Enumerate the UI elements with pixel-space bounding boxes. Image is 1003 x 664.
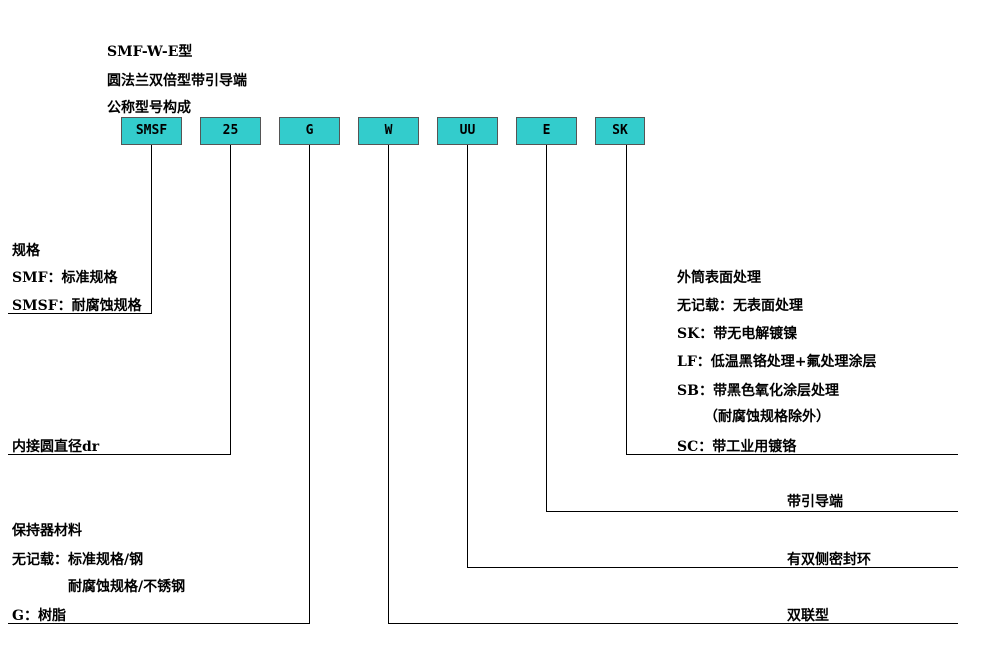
code-box-smsf: SMSF bbox=[121, 117, 182, 145]
connector-g-vertical bbox=[309, 145, 310, 623]
connector-25-horizontal bbox=[8, 454, 231, 455]
product-title: 圆法兰双倍型带引导端 bbox=[107, 73, 247, 89]
retainer-corrosion: 耐腐蚀规格/不锈钢 bbox=[68, 579, 186, 595]
surface-lf: LF：低温黑铬处理+氟处理涂层 bbox=[677, 354, 877, 370]
spec-heading: 规格 bbox=[12, 243, 40, 259]
connector-smsf-vertical bbox=[151, 145, 152, 313]
code-box-uu: UU bbox=[437, 117, 498, 145]
code-box-g: G bbox=[279, 117, 340, 145]
surface-sb-note: （耐腐蚀规格除外） bbox=[704, 409, 830, 425]
connector-sk-vertical bbox=[626, 145, 627, 454]
inscribed-diameter-label: 内接圆直径dr bbox=[12, 439, 100, 455]
surface-sk: SK：带无电解镀镍 bbox=[677, 326, 798, 342]
spec-corrosion-resistant: SMSF：耐腐蚀规格 bbox=[12, 298, 142, 314]
connector-25-vertical bbox=[230, 145, 231, 454]
double-type-label: 双联型 bbox=[787, 608, 829, 624]
connector-e-horizontal bbox=[546, 511, 958, 512]
retainer-standard: 无记载：标准规格/钢 bbox=[12, 552, 144, 568]
connector-w-horizontal bbox=[388, 623, 958, 624]
retainer-heading: 保持器材料 bbox=[12, 523, 82, 539]
double-seal-label: 有双侧密封环 bbox=[787, 552, 871, 568]
code-box-w: W bbox=[358, 117, 419, 145]
connector-smsf-horizontal bbox=[8, 313, 152, 314]
connector-w-vertical bbox=[388, 145, 389, 623]
connector-uu-horizontal bbox=[467, 567, 958, 568]
connector-sk-horizontal bbox=[626, 454, 958, 455]
surface-heading: 外筒表面处理 bbox=[677, 270, 761, 286]
connector-e-vertical bbox=[546, 145, 547, 511]
code-box-sk: SK bbox=[595, 117, 645, 145]
connector-g-horizontal bbox=[8, 623, 310, 624]
code-box-25: 25 bbox=[200, 117, 261, 145]
surface-none: 无记载：无表面处理 bbox=[677, 298, 803, 314]
diagram-subtitle: 公称型号构成 bbox=[107, 100, 191, 116]
connector-uu-vertical bbox=[467, 145, 468, 567]
retainer-resin: G：树脂 bbox=[12, 608, 66, 624]
guide-end-label: 带引导端 bbox=[787, 494, 843, 510]
surface-sb: SB：带黑色氧化涂层处理 bbox=[677, 383, 839, 399]
spec-standard: SMF：标准规格 bbox=[12, 270, 118, 286]
model-name: SMF-W-E型 bbox=[107, 44, 193, 60]
surface-sc: SC：带工业用镀铬 bbox=[677, 439, 797, 455]
code-box-e: E bbox=[516, 117, 577, 145]
